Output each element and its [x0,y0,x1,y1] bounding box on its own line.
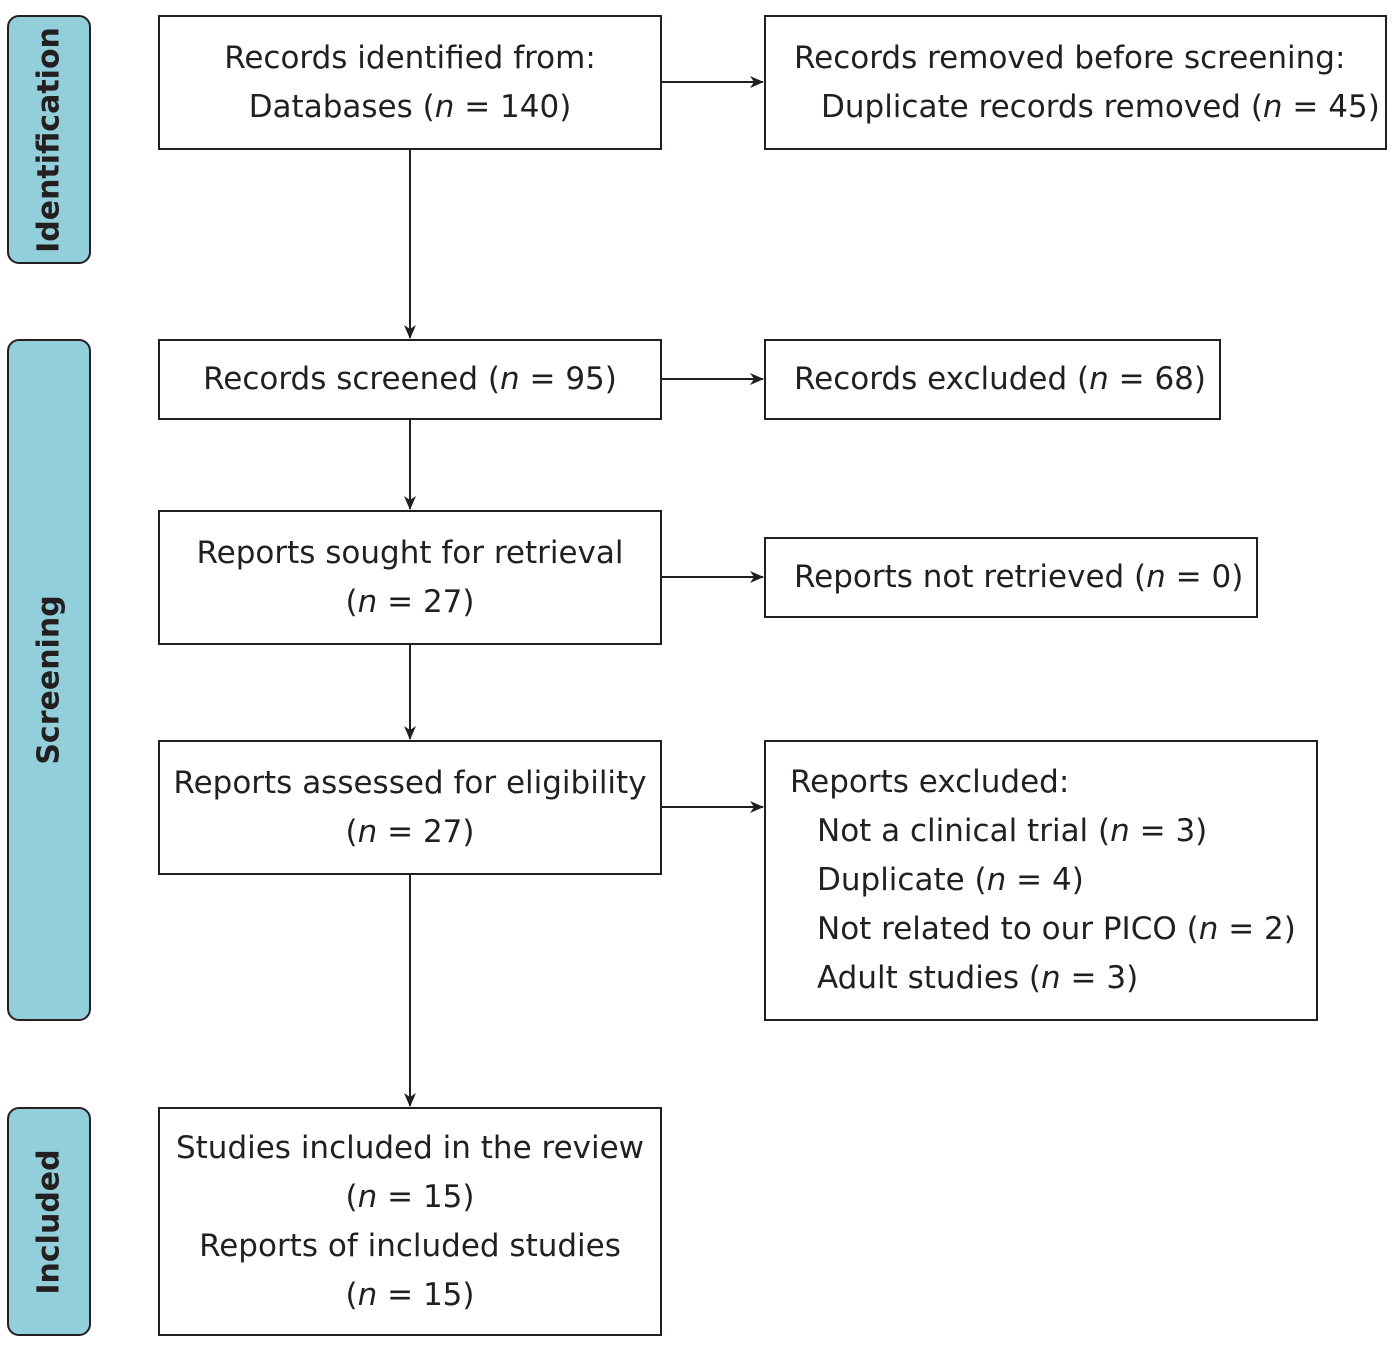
box-reports-excluded: Reports excluded: Not a clinical trial (… [764,740,1318,1021]
exclusion-reason: Adult studies (n = 3) [817,960,1139,996]
reports-excluded-heading: Reports excluded: [790,764,1070,800]
studies-included-heading: Studies included in the review [175,1129,645,1166]
records-excluded-text: Records excluded (n = 68) [794,361,1207,397]
included-reports-heading: Reports of included studies [199,1227,621,1264]
reports-sought-heading: Reports sought for retrieval [196,534,624,571]
records-screened-text: Records screened (n = 95) [203,361,617,397]
records-removed-heading: Records removed before screening: [794,39,1346,76]
box-records-screened: Records screened (n = 95) [158,339,662,420]
records-identified-heading: Records identified from: [224,39,596,76]
included-reports-count: (n = 15) [345,1276,475,1313]
box-records-excluded: Records excluded (n = 68) [764,339,1221,420]
records-identified-count: Databases (n = 140) [248,88,572,125]
reports-assessed-count: (n = 27) [345,813,475,850]
reports-assessed-heading: Reports assessed for eligibility [173,764,647,801]
box-reports-sought: Reports sought for retrieval (n = 27) [158,510,662,645]
phase-identification: Identification [7,15,91,264]
reports-not-retrieved-text: Reports not retrieved (n = 0) [794,559,1244,595]
records-removed-count: Duplicate records removed (n = 45) [821,88,1380,125]
box-studies-included: Studies included in the review (n = 15) … [158,1107,662,1336]
exclusion-reason: Duplicate (n = 4) [817,862,1084,898]
box-reports-assessed: Reports assessed for eligibility (n = 27… [158,740,662,875]
studies-included-count: (n = 15) [345,1178,475,1215]
exclusion-reason: Not a clinical trial (n = 3) [817,813,1208,849]
exclusion-reason: Not related to our PICO (n = 2) [817,911,1296,947]
box-reports-not-retrieved: Reports not retrieved (n = 0) [764,537,1258,618]
reports-sought-count: (n = 27) [345,583,475,620]
phase-screening: Screening [7,339,91,1021]
box-records-removed: Records removed before screening: Duplic… [764,15,1387,150]
box-records-identified: Records identified from: Databases (n = … [158,15,662,150]
phase-included: Included [7,1107,91,1336]
